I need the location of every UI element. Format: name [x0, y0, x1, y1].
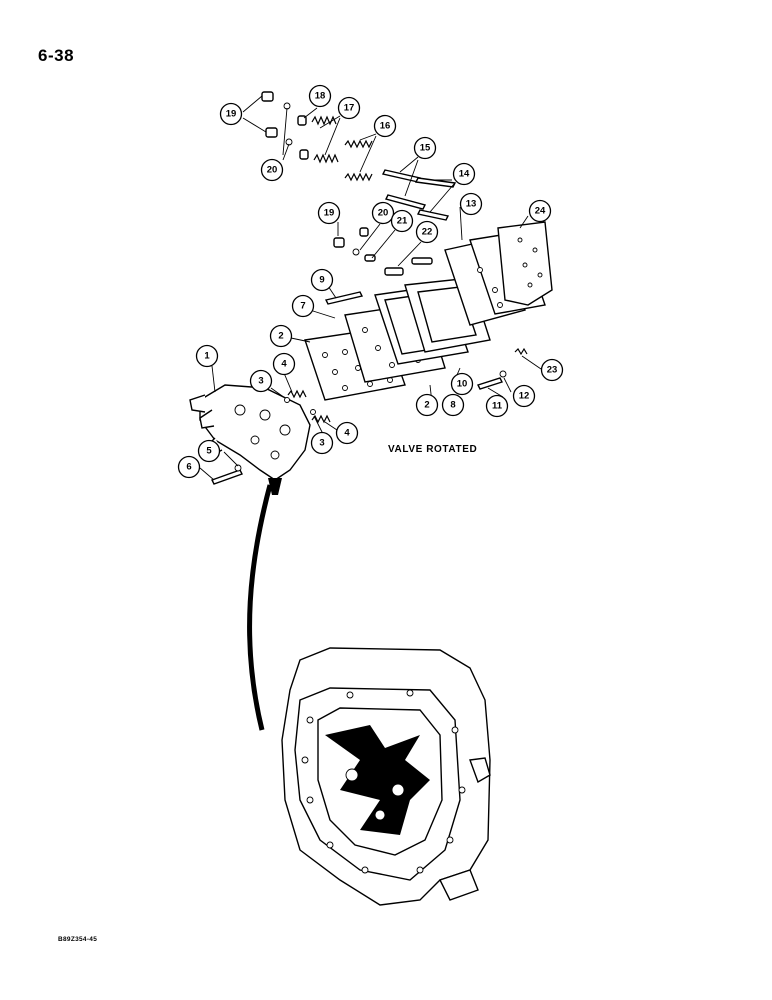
svg-text:5: 5	[206, 446, 212, 457]
callout-17: 17	[337, 96, 361, 120]
svg-text:12: 12	[519, 391, 530, 402]
callout-22: 22	[415, 220, 439, 244]
bolts-and-springs	[211, 291, 528, 485]
spools-15-16	[344, 139, 457, 221]
callout-20-top: 20	[260, 158, 284, 182]
springs-17-18	[297, 115, 339, 164]
cover-plate	[497, 221, 553, 306]
svg-text:23: 23	[547, 365, 558, 376]
callout-24: 24	[528, 199, 552, 223]
svg-text:9: 9	[319, 275, 324, 286]
svg-text:16: 16	[380, 121, 391, 132]
svg-text:20: 20	[378, 208, 389, 219]
svg-text:10: 10	[457, 379, 468, 390]
callout-11: 11	[485, 394, 509, 418]
svg-text:2: 2	[278, 331, 283, 342]
svg-text:14: 14	[459, 169, 470, 180]
callout-15: 15	[413, 136, 437, 160]
svg-text:22: 22	[422, 227, 433, 238]
callout-21: 21	[390, 209, 414, 233]
svg-text:13: 13	[466, 199, 477, 210]
svg-text:11: 11	[492, 401, 503, 412]
svg-text:3: 3	[258, 376, 263, 387]
callout-4-upper: 4	[272, 352, 296, 376]
callout-1: 1	[195, 344, 219, 368]
callout-12: 12	[512, 384, 536, 408]
svg-text:6: 6	[186, 462, 191, 473]
page-number: 6-38	[38, 46, 75, 65]
figure-code: B89Z354-45	[58, 936, 98, 943]
svg-text:4: 4	[344, 428, 350, 439]
callout-6: 6	[177, 455, 201, 479]
svg-text:21: 21	[397, 216, 408, 227]
svg-text:3: 3	[319, 438, 324, 449]
svg-text:2: 2	[424, 400, 429, 411]
callout-10: 10	[450, 372, 474, 396]
valve-rotated-caption: VALVE ROTATED	[388, 444, 478, 455]
svg-text:1: 1	[204, 351, 210, 362]
callout-14: 14	[452, 162, 476, 186]
svg-text:19: 19	[324, 208, 335, 219]
svg-text:15: 15	[420, 143, 431, 154]
leader-lines	[199, 95, 542, 481]
svg-text:20: 20	[267, 165, 278, 176]
svg-text:7: 7	[300, 301, 305, 312]
callout-19-middle: 19	[317, 201, 341, 225]
plugs-19-20-21-22	[333, 227, 433, 276]
callout-16: 16	[373, 114, 397, 138]
callout-18: 18	[308, 84, 332, 108]
svg-text:8: 8	[450, 400, 455, 411]
svg-text:19: 19	[226, 109, 237, 120]
svg-text:24: 24	[535, 206, 546, 217]
callout-13: 13	[459, 192, 483, 216]
callout-4-lower: 4	[335, 421, 359, 445]
installation-guide-line	[247, 484, 273, 731]
callout-3-lower: 3	[310, 431, 334, 455]
transmission-housing	[281, 647, 491, 906]
callout-19-top: 19	[219, 102, 243, 126]
svg-text:17: 17	[344, 103, 355, 114]
callout-3-upper: 3	[249, 369, 273, 393]
plugs-19-top	[261, 91, 293, 146]
callout-20-middle: 20	[371, 201, 395, 225]
callout-7: 7	[291, 294, 315, 318]
callout-2-lower: 2	[415, 393, 439, 417]
callout-23: 23	[540, 358, 564, 382]
callout-8: 8	[441, 393, 465, 417]
callout-9: 9	[310, 268, 334, 292]
callout-5: 5	[197, 439, 221, 463]
svg-text:18: 18	[315, 91, 326, 102]
callout-2-upper: 2	[269, 324, 293, 348]
svg-text:4: 4	[281, 359, 287, 370]
